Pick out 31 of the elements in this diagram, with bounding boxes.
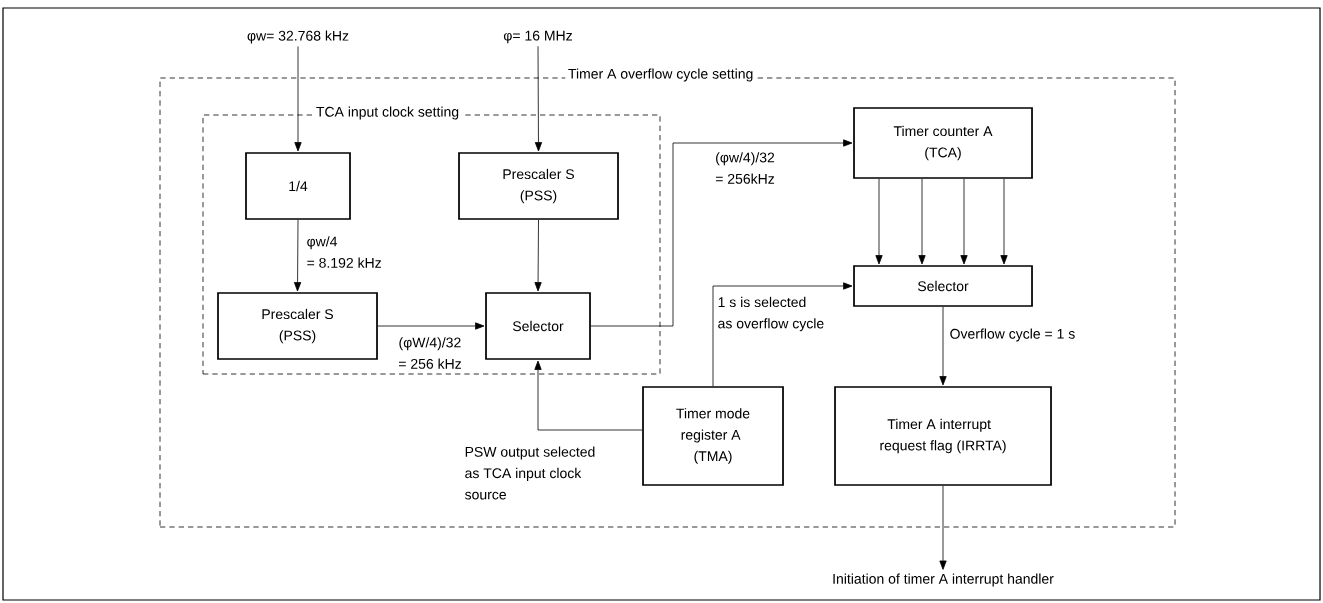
edge-label: (φw/4)/32 = 256kHz [713,150,777,186]
arrow [939,485,947,570]
arrow [377,322,485,330]
signal-label: Initiation of timer A interrupt handler [833,573,1054,587]
arrow [293,219,302,292]
arrow [918,178,926,265]
arrow [534,219,542,292]
edge-label: 1 s is selected as overflow cycle [716,295,826,333]
block-box: Selector [853,265,1033,307]
block-box: Prescaler S (PSS) [217,292,378,360]
signal-label: φ= 16 MHz [503,30,572,44]
block-box: Prescaler S (PSS) [458,152,619,220]
block-box: 1/4 [245,152,351,220]
arrow [590,139,853,327]
edge-label: (φW/4)/32 = 256 kHz [396,335,464,371]
arrow [1000,178,1008,265]
arrow [534,360,643,431]
block-box: Timer counter A (TCA) [853,107,1033,179]
signal-label: φw= 32.768 kHz [247,30,349,44]
edge-label: PSW output selected as TCA input clock source [463,445,597,501]
edge-label: φw/4 = 8.192 kHz [305,234,384,270]
arrow [294,46,302,152]
arrow [939,306,947,386]
block-box: Selector [485,292,591,360]
arrow [960,178,968,265]
arrow [875,178,883,265]
arrow [712,282,853,387]
edge-label: Overflow cycle = 1 s [948,327,1077,343]
arrow [534,45,543,152]
block-box: Timer mode register A (TMA) [642,386,784,486]
block-box: Timer A interrupt request flag (IRRTA) [834,386,1052,486]
